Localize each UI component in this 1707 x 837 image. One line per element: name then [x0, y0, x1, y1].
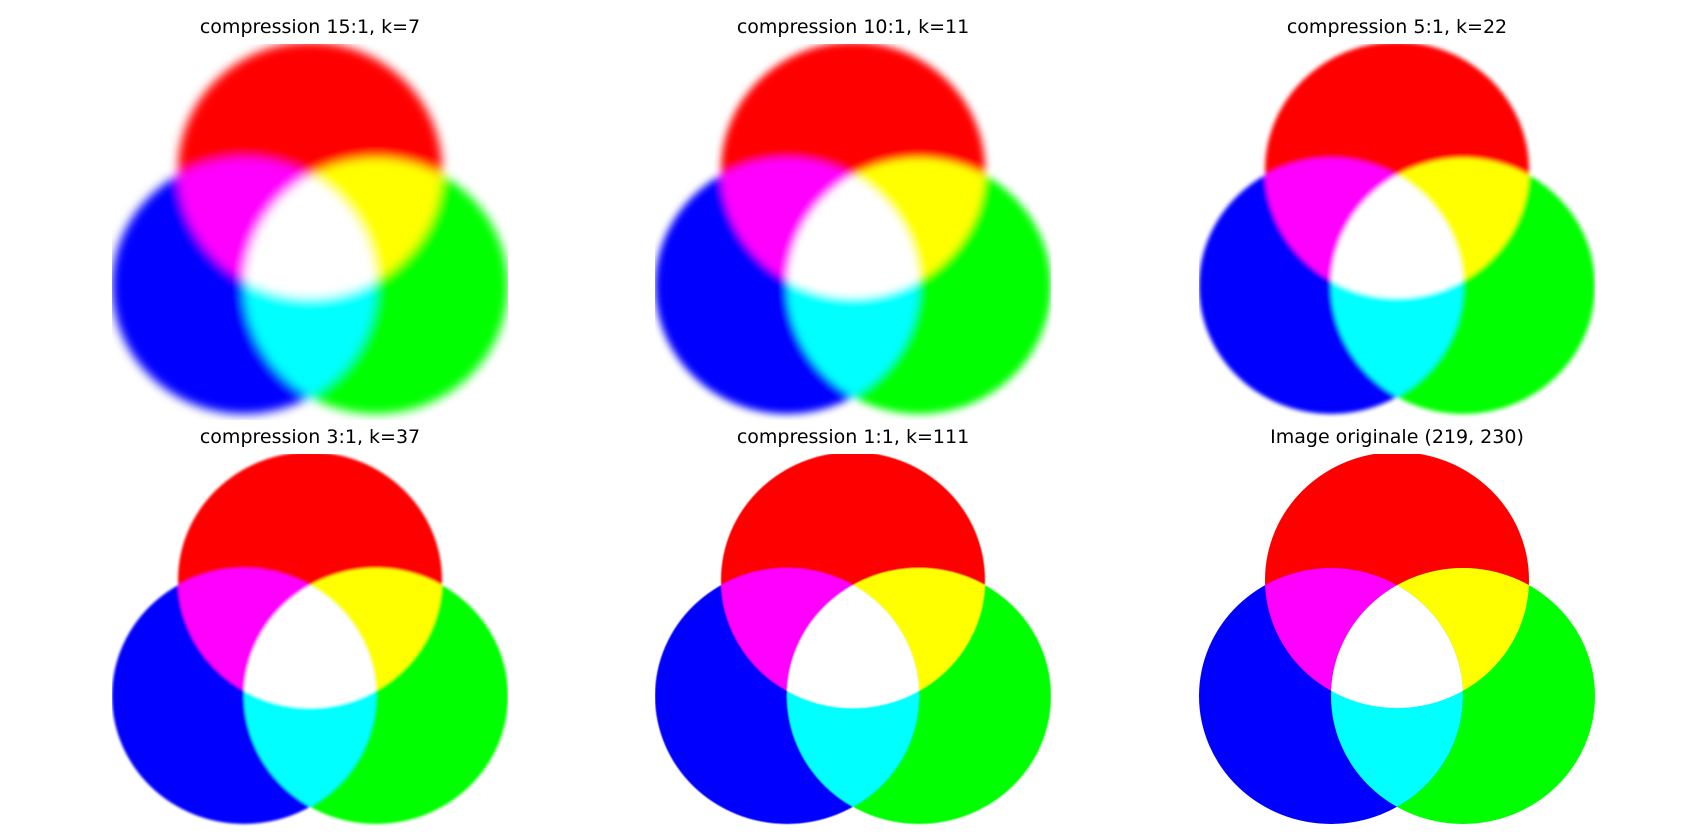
venn-image	[1199, 454, 1595, 824]
panel-title: compression 1:1, k=111	[736, 426, 970, 448]
venn-image	[112, 454, 508, 824]
venn-image	[655, 454, 1051, 824]
white-center	[1331, 158, 1463, 298]
white-center	[787, 158, 919, 298]
white-center	[787, 568, 919, 708]
panel-title: Image originale (219, 230)	[1270, 426, 1524, 448]
panel-title: compression 15:1, k=7	[199, 16, 421, 38]
white-center	[1331, 568, 1463, 708]
venn-image	[655, 44, 1051, 414]
venn-image	[112, 44, 508, 414]
white-center	[244, 158, 376, 298]
white-center	[244, 568, 376, 708]
panel-title: compression 3:1, k=37	[199, 426, 421, 448]
venn-image	[1199, 44, 1595, 414]
panel-title: compression 10:1, k=11	[736, 16, 970, 38]
panel-title: compression 5:1, k=22	[1286, 16, 1508, 38]
